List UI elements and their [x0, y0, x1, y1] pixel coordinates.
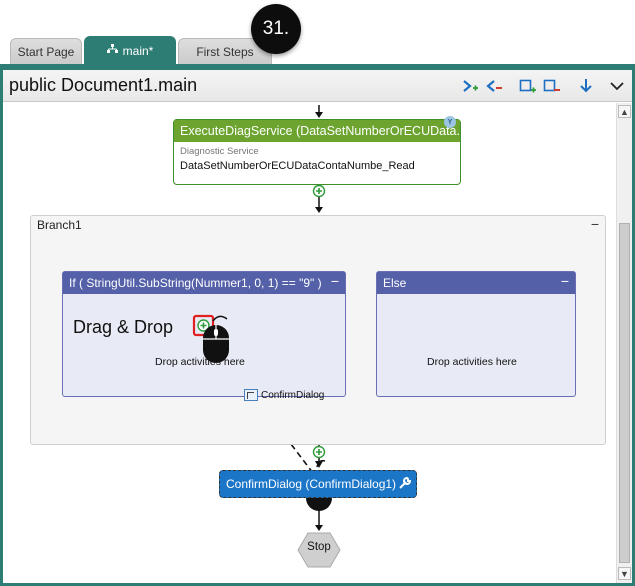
tab-main[interactable]: main*	[84, 36, 176, 64]
scroll-up-icon[interactable]: ▲	[618, 105, 631, 118]
tab-strip: Start Page main* First Steps 31.	[0, 0, 635, 66]
stop-node[interactable]: Stop	[307, 541, 331, 553]
if-case-header: If ( StringUtil.SubString(Nummer1, 0, 1)…	[63, 272, 345, 294]
confirm-dialog-activity[interactable]: ConfirmDialog (ConfirmDialog1)	[219, 470, 417, 498]
workflow-editor: public Document1.main	[0, 64, 635, 586]
activity-title: ConfirmDialog (ConfirmDialog1)	[226, 477, 397, 491]
collapse-button[interactable]: −	[560, 273, 569, 289]
mouse-icon	[203, 315, 229, 363]
drag-ghost-label: ConfirmDialog	[261, 389, 325, 401]
step-number-badge: 31.	[251, 4, 301, 54]
drop-zone-text: Drop activities here	[427, 356, 517, 368]
branch-label: Branch1	[37, 218, 82, 232]
tab-label: main*	[122, 43, 154, 58]
workflow-canvas[interactable]: ExecuteDiagService (DataSetNumberOrECUDa…	[3, 103, 616, 583]
add-parameter-icon[interactable]	[518, 77, 538, 95]
down-arrow-icon[interactable]	[576, 77, 596, 95]
if-condition: If ( StringUtil.SubString(Nummer1, 0, 1)…	[69, 276, 322, 290]
document-title: public Document1.main	[9, 75, 198, 95]
tab-label: First Steps	[196, 44, 254, 59]
activity-value: DataSetNumberOrECUDataContaNumbe_Read	[180, 160, 415, 172]
stop-node-shape	[297, 532, 341, 568]
hierarchy-icon	[106, 44, 118, 57]
activity-badge: Y	[444, 116, 456, 128]
collapse-button[interactable]: −	[330, 273, 339, 289]
collapse-button[interactable]: −	[590, 216, 599, 232]
else-case-header: Else −	[377, 272, 575, 294]
drag-drop-annotation: Drag & Drop	[73, 317, 174, 337]
vertical-scrollbar[interactable]: ▲ ▼	[616, 103, 632, 583]
activity-subtitle: Diagnostic Service	[180, 146, 259, 157]
else-case-block[interactable]: Else − Drop activities here	[376, 271, 576, 397]
else-label: Else	[383, 276, 407, 290]
tab-start-page[interactable]: Start Page	[10, 38, 82, 64]
tab-label: Start Page	[17, 44, 75, 59]
activity-title: ExecuteDiagService (DataSetNumberOrECUDa…	[174, 120, 460, 142]
remove-parameter-icon[interactable]	[542, 77, 562, 95]
drag-ghost: ConfirmDialog	[244, 389, 324, 401]
add-activity-icon[interactable]	[312, 445, 326, 459]
wrench-icon[interactable]	[398, 476, 412, 493]
confirm-dialog-icon	[244, 389, 258, 401]
scroll-down-icon[interactable]: ▼	[618, 567, 631, 580]
scroll-thumb[interactable]	[619, 223, 630, 563]
chevron-down-icon[interactable]	[607, 77, 627, 95]
remove-variable-icon[interactable]	[484, 77, 504, 95]
add-activity-icon[interactable]	[312, 184, 326, 198]
add-variable-icon[interactable]	[460, 77, 480, 95]
drop-target-overlay	[192, 314, 332, 511]
editor-title-bar: public Document1.main	[3, 70, 632, 102]
execute-diag-service-activity[interactable]: ExecuteDiagService (DataSetNumberOrECUDa…	[173, 116, 461, 185]
